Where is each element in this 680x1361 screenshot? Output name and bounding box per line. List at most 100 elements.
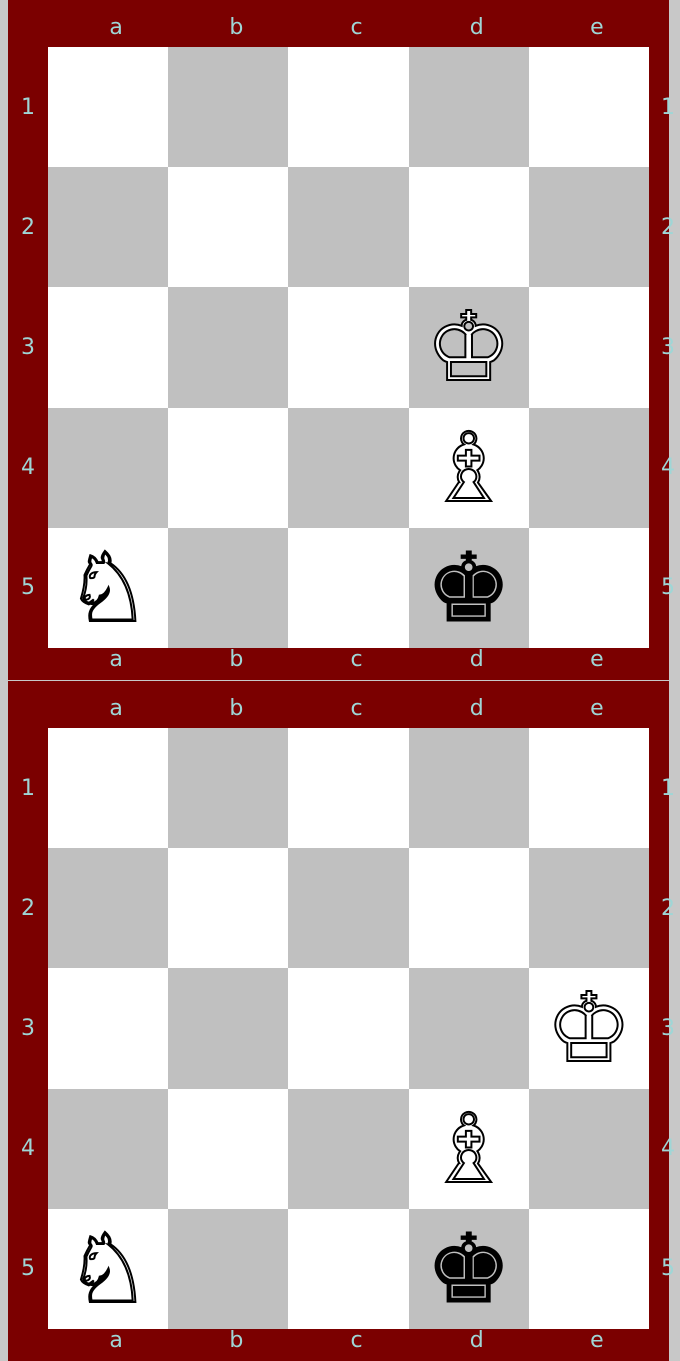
square-c1[interactable] — [288, 728, 408, 848]
square-a2[interactable] — [48, 167, 168, 287]
square-d5[interactable]: ♚ — [409, 528, 529, 648]
square-c3[interactable] — [288, 968, 408, 1088]
square-e2[interactable] — [529, 848, 649, 968]
square-c5[interactable] — [288, 1209, 408, 1329]
file-label: b — [176, 8, 296, 48]
file-label: e — [537, 8, 657, 48]
board-grid: ♔ ♗ ♘ ♚ — [48, 47, 649, 648]
square-d2[interactable] — [409, 848, 529, 968]
black-king-icon[interactable]: ♚ — [426, 540, 512, 636]
square-c1[interactable] — [288, 47, 408, 167]
square-d5[interactable]: ♚ — [409, 1209, 529, 1329]
square-c4[interactable] — [288, 408, 408, 528]
square-e5[interactable] — [529, 528, 649, 648]
file-label: d — [417, 1321, 537, 1361]
square-d1[interactable] — [409, 47, 529, 167]
rank-label: 4 — [648, 1089, 680, 1209]
file-label: e — [537, 689, 657, 729]
rank-label: 5 — [648, 528, 680, 648]
black-king-icon[interactable]: ♚ — [426, 1221, 512, 1317]
file-label: a — [56, 640, 176, 680]
rank-label: 2 — [648, 848, 680, 968]
file-label: c — [296, 689, 416, 729]
rank-label: 1 — [8, 47, 48, 167]
square-a1[interactable] — [48, 47, 168, 167]
square-d4[interactable]: ♗ — [409, 1089, 529, 1209]
file-label: c — [296, 640, 416, 680]
white-bishop-icon[interactable]: ♗ — [426, 420, 512, 516]
square-c3[interactable] — [288, 287, 408, 407]
square-e5[interactable] — [529, 1209, 649, 1329]
rank-label: 1 — [648, 47, 680, 167]
square-a4[interactable] — [48, 408, 168, 528]
square-d3[interactable]: ♔ — [409, 287, 529, 407]
square-b3[interactable] — [168, 968, 288, 1088]
file-label: d — [417, 689, 537, 729]
square-e4[interactable] — [529, 1089, 649, 1209]
square-b2[interactable] — [168, 848, 288, 968]
white-bishop-icon[interactable]: ♗ — [426, 1101, 512, 1197]
square-a2[interactable] — [48, 848, 168, 968]
square-c5[interactable] — [288, 528, 408, 648]
square-e1[interactable] — [529, 728, 649, 848]
square-e3[interactable] — [529, 287, 649, 407]
rank-label: 2 — [8, 848, 48, 968]
rank-label: 5 — [8, 528, 48, 648]
rank-label: 3 — [8, 968, 48, 1088]
rank-label: 4 — [648, 408, 680, 528]
square-c2[interactable] — [288, 848, 408, 968]
white-knight-icon[interactable]: ♘ — [65, 540, 151, 636]
square-e2[interactable] — [529, 167, 649, 287]
file-label: e — [537, 1321, 657, 1361]
square-d4[interactable]: ♗ — [409, 408, 529, 528]
square-d3[interactable] — [409, 968, 529, 1088]
rank-label: 4 — [8, 1089, 48, 1209]
board-grid: ♔ ♗ ♘ ♚ — [48, 728, 649, 1329]
square-e1[interactable] — [529, 47, 649, 167]
square-e4[interactable] — [529, 408, 649, 528]
square-b5[interactable] — [168, 1209, 288, 1329]
square-a3[interactable] — [48, 287, 168, 407]
square-b2[interactable] — [168, 167, 288, 287]
square-a5[interactable]: ♘ — [48, 1209, 168, 1329]
file-label: c — [296, 1321, 416, 1361]
square-b1[interactable] — [168, 728, 288, 848]
rank-label: 1 — [648, 728, 680, 848]
file-label: b — [176, 640, 296, 680]
square-a3[interactable] — [48, 968, 168, 1088]
square-e3[interactable]: ♔ — [529, 968, 649, 1088]
square-b4[interactable] — [168, 1089, 288, 1209]
square-a4[interactable] — [48, 1089, 168, 1209]
white-king-icon[interactable]: ♔ — [426, 299, 512, 395]
square-b4[interactable] — [168, 408, 288, 528]
file-label: b — [176, 1321, 296, 1361]
file-label: a — [56, 8, 176, 48]
square-d2[interactable] — [409, 167, 529, 287]
square-a1[interactable] — [48, 728, 168, 848]
square-b1[interactable] — [168, 47, 288, 167]
square-c4[interactable] — [288, 1089, 408, 1209]
file-label: c — [296, 8, 416, 48]
square-b3[interactable] — [168, 287, 288, 407]
rank-label: 3 — [648, 287, 680, 407]
square-b5[interactable] — [168, 528, 288, 648]
file-label: e — [537, 640, 657, 680]
rank-label: 3 — [8, 287, 48, 407]
file-label: a — [56, 1321, 176, 1361]
square-c2[interactable] — [288, 167, 408, 287]
square-a5[interactable]: ♘ — [48, 528, 168, 648]
white-knight-icon[interactable]: ♘ — [65, 1221, 151, 1317]
rank-label: 4 — [8, 408, 48, 528]
square-d1[interactable] — [409, 728, 529, 848]
rank-label: 5 — [648, 1209, 680, 1329]
white-king-icon[interactable]: ♔ — [546, 980, 632, 1076]
